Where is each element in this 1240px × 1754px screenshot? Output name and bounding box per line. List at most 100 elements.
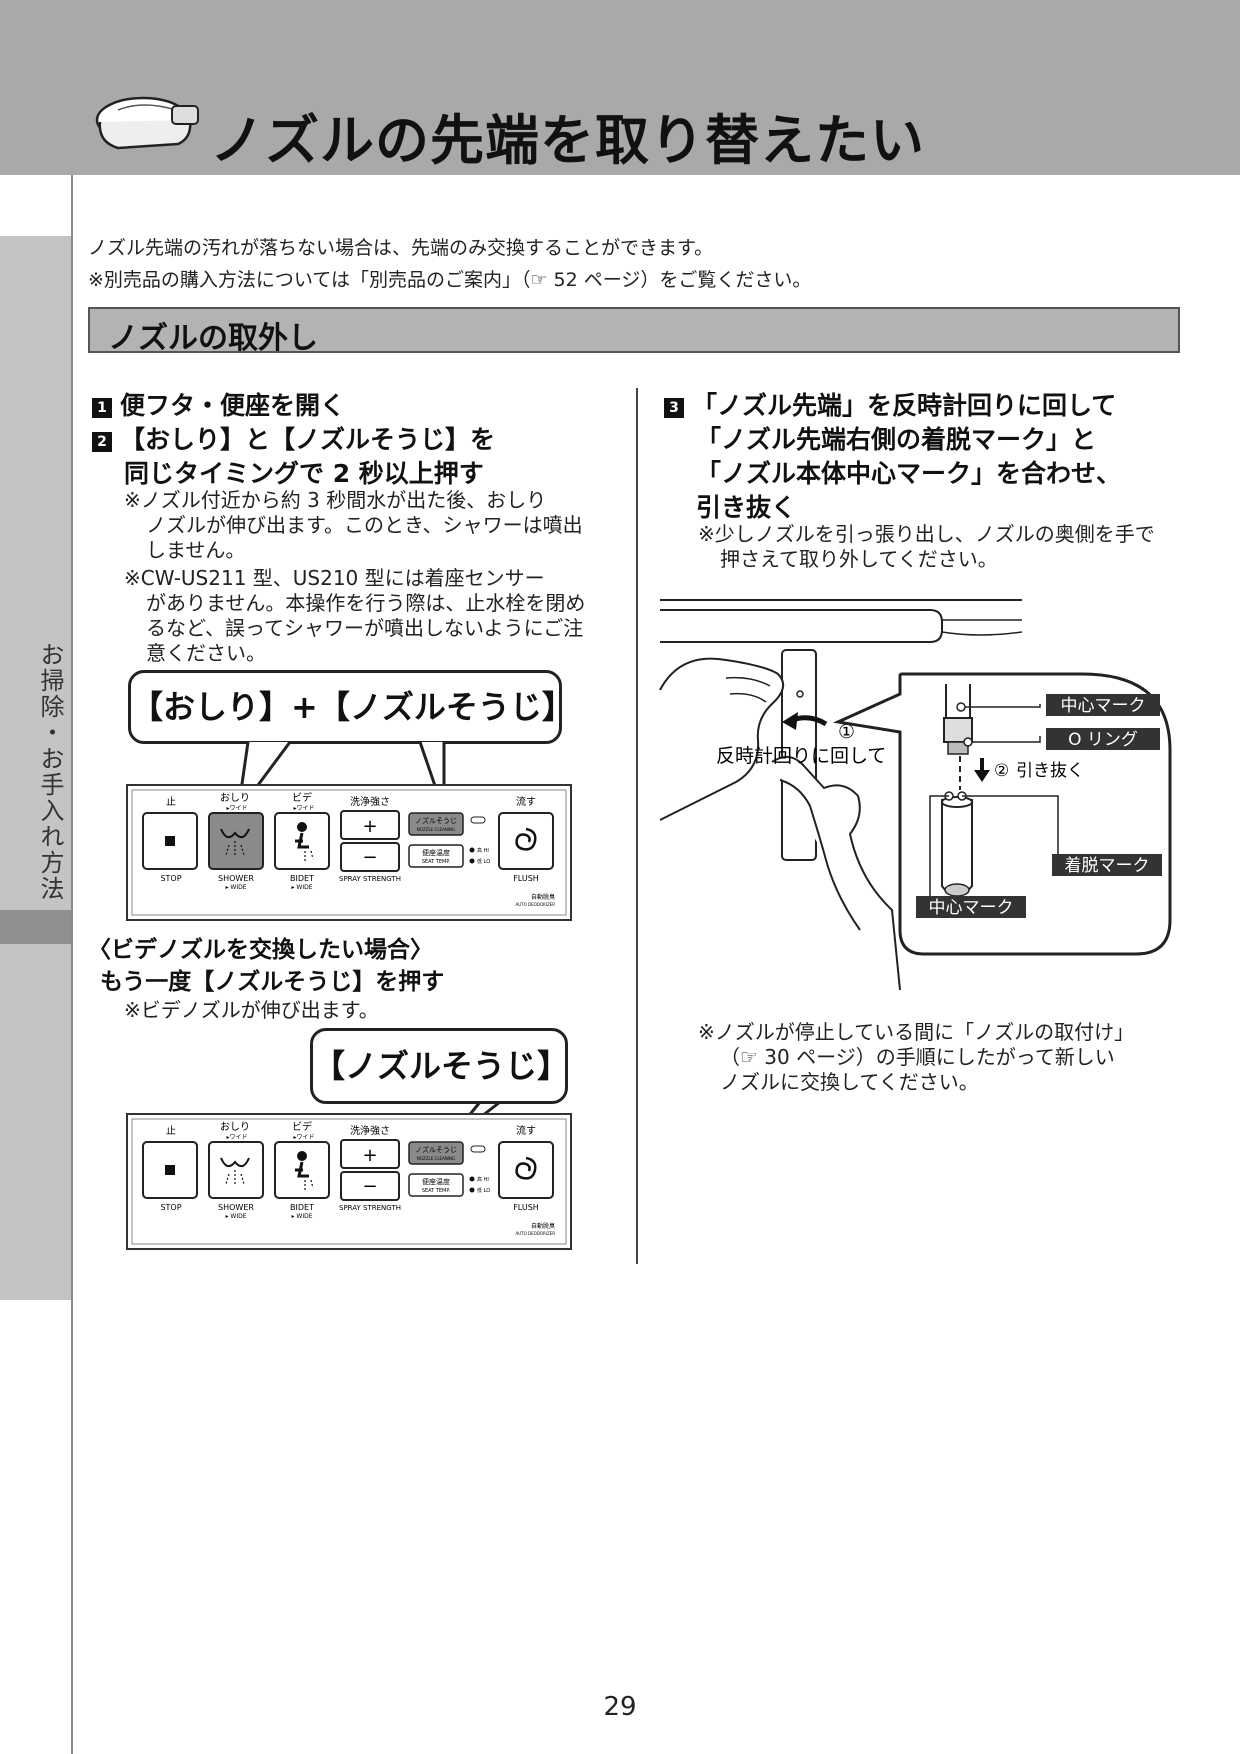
callout-oshiri-nozzle: 【おしり】+【ノズルそうじ】 (128, 670, 574, 744)
intro-line-2: ※別売品の購入方法については「別売品のご案内」（☞ 52 ページ）をご覧ください… (88, 269, 812, 291)
svg-text:SEAT TEMP.: SEAT TEMP. (422, 1188, 451, 1194)
flush-icon (515, 1156, 537, 1180)
label-center-mark-2 (916, 896, 1026, 918)
svg-text:▸ワイド: ▸ワイド (293, 1134, 314, 1141)
intro-line-1: ノズル先端の汚れが落ちない場合は、先端のみ交換することができます。 (88, 237, 714, 259)
spray-plus-button[interactable] (340, 1139, 400, 1169)
step-3-line-2: 「ノズル先端右側の着脱マーク」と (696, 425, 1097, 454)
control-panel-2: 止 STOP おしり ▸ワイド SHOWER ▸ WIDE ビデ ▸ワイド BI… (126, 1113, 572, 1250)
step-2-line-2: 同じタイミングで 2 秒以上押す (124, 459, 484, 488)
stop-icon (165, 1165, 175, 1175)
oshiri-button[interactable] (208, 812, 264, 870)
step-2-note-2: ※CW-US211 型、US210 型には着座センサー がありません。本操作を行… (124, 566, 586, 665)
svg-text:▸ WIDE: ▸ WIDE (291, 1213, 312, 1220)
svg-text:BIDET: BIDET (290, 1203, 314, 1212)
svg-text:SHOWER: SHOWER (218, 874, 254, 883)
step-text: 「ノズル先端」を反時計回りに回して (692, 391, 1117, 420)
header-band (0, 0, 1240, 175)
svg-text:着脱マーク: 着脱マーク (1065, 856, 1150, 876)
svg-text:自動脱臭: 自動脱臭 (531, 893, 555, 901)
svg-text:洗浄強さ: 洗浄強さ (350, 795, 390, 808)
svg-text:ビデ: ビデ (292, 1120, 312, 1133)
svg-text:NOZZLE CLEANING: NOZZLE CLEANING (417, 827, 455, 832)
svg-text:BIDET: BIDET (290, 874, 314, 883)
flush-button[interactable] (498, 1141, 554, 1199)
svg-text:おしり: おしり (220, 792, 250, 804)
step-3-line-3: 「ノズル本体中心マーク」を合わせ、 (696, 459, 1122, 488)
svg-text:FLUSH: FLUSH (513, 874, 539, 883)
page-title: ノズルの先端を取り替えたい (210, 109, 925, 172)
svg-text:流す: 流す (516, 795, 536, 808)
nozzle-cleaning-button[interactable] (408, 1141, 464, 1165)
svg-text:AUTO DEODORIZER: AUTO DEODORIZER (515, 902, 555, 907)
page-number: 29 (603, 1692, 637, 1722)
oshiri-button[interactable] (208, 1141, 264, 1199)
step-number: 2 (92, 432, 112, 452)
svg-text:▸ワイド: ▸ワイド (226, 805, 247, 812)
svg-text:②: ② (994, 761, 1009, 781)
spray-plus-button[interactable] (340, 810, 400, 840)
svg-text:▸ワイド: ▸ワイド (293, 805, 314, 812)
svg-text:高 HI: 高 HI (477, 847, 489, 854)
side-tab-label: お掃除・お手入れ方法 (36, 642, 64, 902)
bidet-icon (297, 1151, 307, 1161)
label-o-ring (1046, 728, 1160, 750)
seat-temp-button[interactable] (408, 1173, 464, 1197)
section-bar: ノズルの取外し (88, 307, 1180, 356)
callout-nozzle: 【ノズルそうじ】 (310, 1028, 569, 1104)
svg-text:ビデ: ビデ (292, 791, 312, 804)
step-3: 3 「ノズル先端」を反時計回りに回して (664, 386, 1116, 422)
right-hand (771, 755, 901, 991)
step-3-line-4: 引き抜く (696, 493, 797, 522)
pull-arrow-icon (974, 770, 990, 782)
left-margin-rule (71, 175, 73, 1754)
svg-text:O リング: O リング (1068, 730, 1138, 750)
step-2-note-1: ※ノズル付近から約 3 秒間水が出た後、おしり ノズルが伸び出ます。このとき、シ… (124, 488, 583, 562)
step-text: 便フタ・便座を開く (120, 391, 346, 420)
shower-icon (220, 828, 250, 839)
step-number: 3 (664, 398, 684, 418)
svg-text:AUTO DEODORIZER: AUTO DEODORIZER (515, 1231, 555, 1236)
svg-text:ノズルそうじ: ノズルそうじ (415, 816, 457, 825)
bidet-icon (297, 822, 307, 832)
svg-text:NOZZLE CLEANING: NOZZLE CLEANING (417, 1156, 455, 1161)
step-3-note: ※少しノズルを引っ張り出し、ノズルの奥側を手で 押さえて取り外してください。 (698, 522, 1155, 571)
spray-minus-button[interactable] (340, 842, 400, 872)
svg-text:①: ① (838, 721, 855, 743)
svg-text:SEAT TEMP.: SEAT TEMP. (422, 859, 451, 865)
stop-icon (165, 836, 175, 846)
panel-stop-label: 止 (166, 796, 176, 808)
nozzle-diagram: ① 反時計回りに回して 中心マーク O リング ② 引き抜く 着脱マーク 中心マ… (659, 599, 1172, 991)
section-title: ノズルの取外し (108, 321, 318, 356)
svg-text:低 LO: 低 LO (477, 858, 490, 865)
svg-text:反時計回りに回して: 反時計回りに回して (716, 745, 886, 767)
left-hand (659, 657, 785, 821)
svg-text:中心マーク: 中心マーク (929, 898, 1014, 918)
label-detach-mark (1052, 854, 1162, 876)
flush-button[interactable] (498, 812, 554, 870)
svg-text:SHOWER: SHOWER (218, 1203, 254, 1212)
spray-minus-button[interactable] (340, 1171, 400, 1201)
svg-text:低 LO: 低 LO (477, 1187, 490, 1194)
step-2: 2【おしり】と【ノズルそうじ】を (92, 420, 495, 456)
svg-text:流す: 流す (516, 1124, 536, 1137)
svg-text:止: 止 (166, 1125, 176, 1137)
indicator-lamp (470, 1145, 486, 1153)
flush-icon (515, 827, 537, 851)
svg-text:SPRAY STRENGTH: SPRAY STRENGTH (339, 875, 401, 883)
step-number: 1 (92, 398, 112, 418)
svg-text:おしり: おしり (220, 1121, 250, 1133)
svg-text:自動脱臭: 自動脱臭 (531, 1222, 555, 1230)
nozzle-tip (941, 799, 973, 897)
svg-text:−: − (362, 1176, 377, 1197)
toilet-seat-icon (95, 96, 199, 150)
seat-temp-button[interactable] (408, 844, 464, 868)
svg-text:FLUSH: FLUSH (513, 1203, 539, 1212)
svg-text:便座温度: 便座温度 (422, 1177, 450, 1186)
bidet-heading: 〈ビデノズルを交換したい場合〉 (88, 937, 433, 963)
column-divider (636, 388, 638, 1264)
svg-text:高 HI: 高 HI (477, 1176, 489, 1183)
svg-text:▸ WIDE: ▸ WIDE (225, 884, 246, 891)
bidet-step: もう一度【ノズルそうじ】を押す (100, 969, 445, 995)
nozzle-cleaning-button[interactable] (408, 812, 464, 836)
